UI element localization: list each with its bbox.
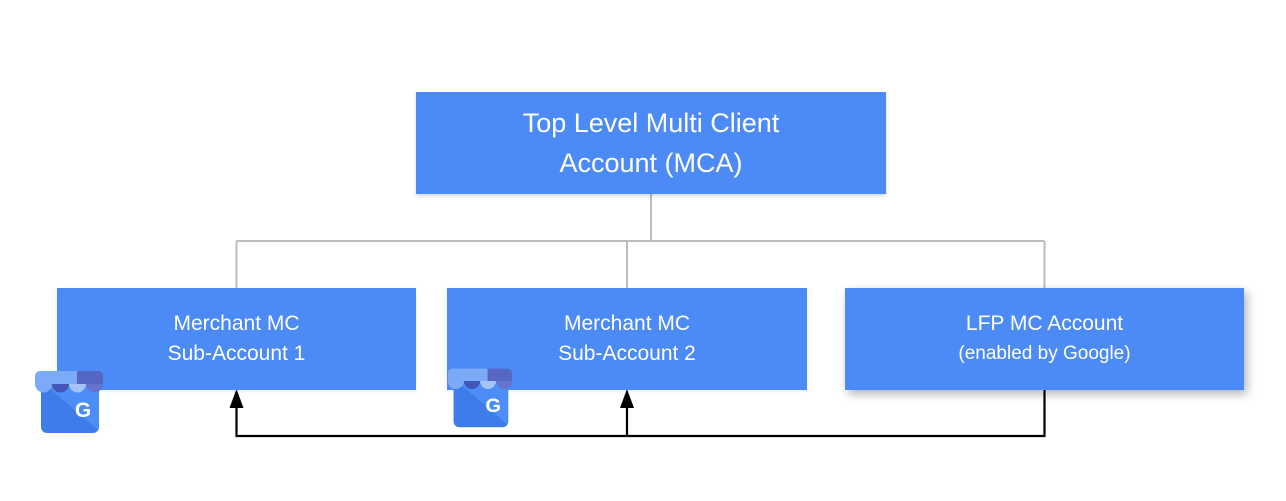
node-top-level-mca: Top Level Multi Client Account (MCA): [416, 92, 886, 194]
node-label-line: Sub-Account 2: [558, 342, 696, 365]
node-merchant-sub-account-1: Merchant MC Sub-Account 1: [57, 288, 416, 390]
feed-flow-lines: [235, 390, 1046, 438]
gmb-g-letter: G: [486, 395, 501, 417]
google-my-business-icon: G: [35, 371, 103, 433]
node-label-line: (enabled by Google): [958, 343, 1131, 364]
gmb-awning-band-left: [447, 368, 488, 381]
node-label-line: Top Level Multi Client: [522, 108, 780, 138]
node-label-line: Merchant MC: [563, 312, 691, 335]
gmb-storefront-body: [453, 380, 509, 428]
feed-arrowhead-sub1: [229, 389, 244, 408]
hierarchy-connector-lines: [235, 194, 1046, 288]
node-lfp-mc-account: LFP MC Account (enabled by Google): [845, 288, 1244, 390]
gmb-storefront-body: [41, 383, 99, 433]
gmb-awning-band-right: [77, 371, 103, 384]
feed-arrowhead-sub2: [620, 389, 634, 408]
gmb-g-letter: G: [75, 399, 91, 422]
node-label-line: Sub-Account 1: [167, 342, 306, 365]
node-label-line: Merchant MC: [173, 312, 300, 335]
gmb-awning-band-right: [487, 368, 513, 381]
gmb-awning-band-left: [35, 371, 77, 384]
node-label-line: LFP MC Account: [965, 312, 1124, 335]
node-label-line: Account (MCA): [559, 148, 743, 178]
google-my-business-icon: G: [447, 368, 513, 428]
